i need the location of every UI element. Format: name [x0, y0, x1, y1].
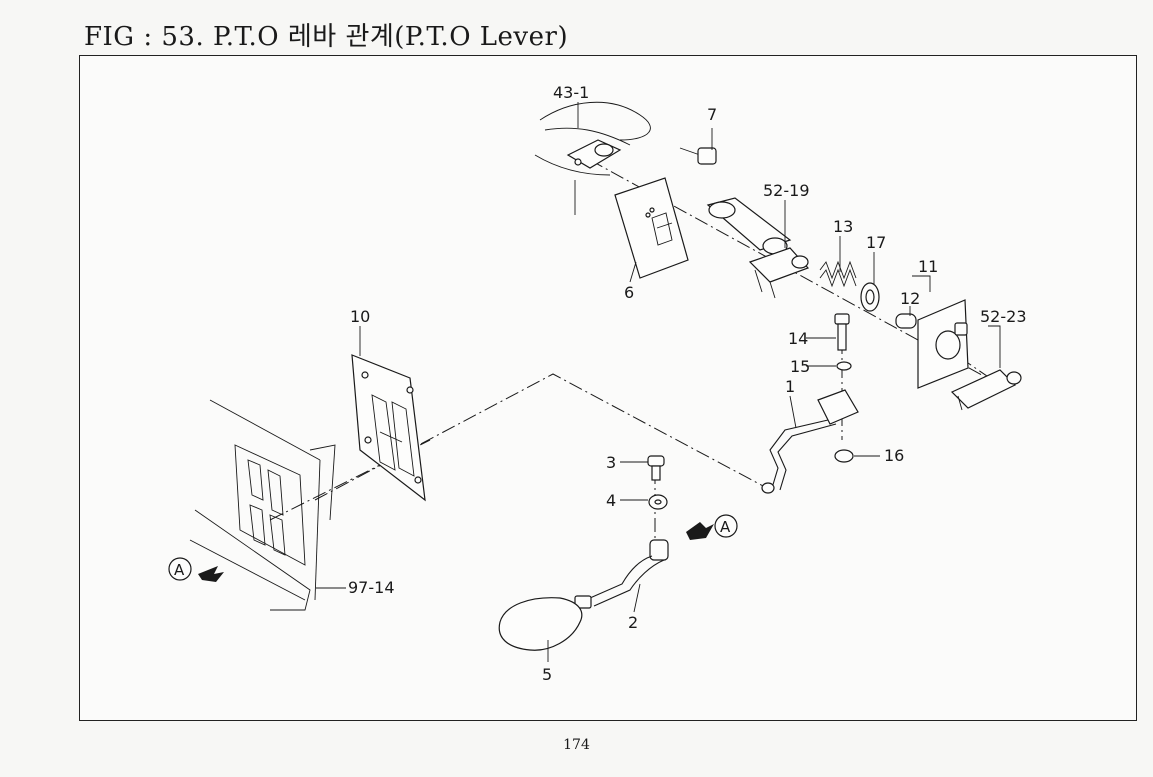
spring-part-13 — [819, 260, 857, 288]
callout-4: 4 — [606, 491, 616, 510]
figure-title: FIG : 53. P.T.O 레바 관계(P.T.O Lever) — [84, 22, 569, 52]
reference-letter-a-left: A — [174, 561, 185, 579]
guide-plate-part-6 — [614, 177, 689, 279]
frame-bracket-43-1 — [534, 101, 651, 215]
gate-plate-part-10 — [351, 354, 426, 502]
reference-letter-a-right: A — [720, 518, 731, 536]
callout-10: 10 — [350, 307, 370, 326]
knob-part-5 — [498, 597, 583, 651]
washer-part-17 — [860, 282, 880, 312]
bolt-part-7 — [679, 147, 717, 165]
reference-arrow-left — [168, 557, 224, 582]
lever-rod-part-2 — [574, 539, 669, 609]
callout-14: 14 — [788, 329, 808, 348]
callout-16: 16 — [884, 446, 904, 465]
callout-2: 2 — [628, 613, 638, 632]
callout-15: 15 — [790, 357, 810, 376]
shaft-assembly-52-19 — [706, 197, 810, 299]
callout-7: 7 — [707, 105, 717, 124]
reference-arrow-right — [686, 514, 738, 540]
leader-lines — [316, 102, 1001, 662]
callout-11: 11 — [918, 257, 938, 276]
callout-52-23: 52-23 — [980, 307, 1027, 326]
callout-13: 13 — [833, 217, 853, 236]
callout-12: 12 — [900, 289, 920, 308]
callout-labels: 43-1 7 52-19 13 17 11 12 52-23 6 10 14 1… — [174, 83, 1027, 684]
callout-43-1: 43-1 — [553, 83, 589, 102]
page-number: 174 — [563, 737, 590, 753]
callout-6: 6 — [624, 283, 634, 302]
bolt-part-14 — [834, 313, 850, 351]
callout-3: 3 — [606, 453, 616, 472]
washer-part-15 — [836, 361, 852, 371]
callout-5: 5 — [542, 665, 552, 684]
screw-part-3 — [647, 455, 665, 481]
console-panel-97-14 — [189, 399, 336, 611]
callout-52-19: 52-19 — [763, 181, 810, 200]
nut-part-4 — [648, 494, 668, 510]
bracket-part-11 — [917, 299, 969, 389]
callout-1: 1 — [785, 377, 795, 396]
callout-97-14: 97-14 — [348, 578, 395, 597]
callout-17: 17 — [866, 233, 886, 252]
plate-part-52-23 — [950, 369, 1022, 411]
pin-part-12 — [895, 313, 917, 329]
nut-part-16 — [834, 449, 854, 463]
lever-arm-part-1 — [761, 389, 859, 494]
